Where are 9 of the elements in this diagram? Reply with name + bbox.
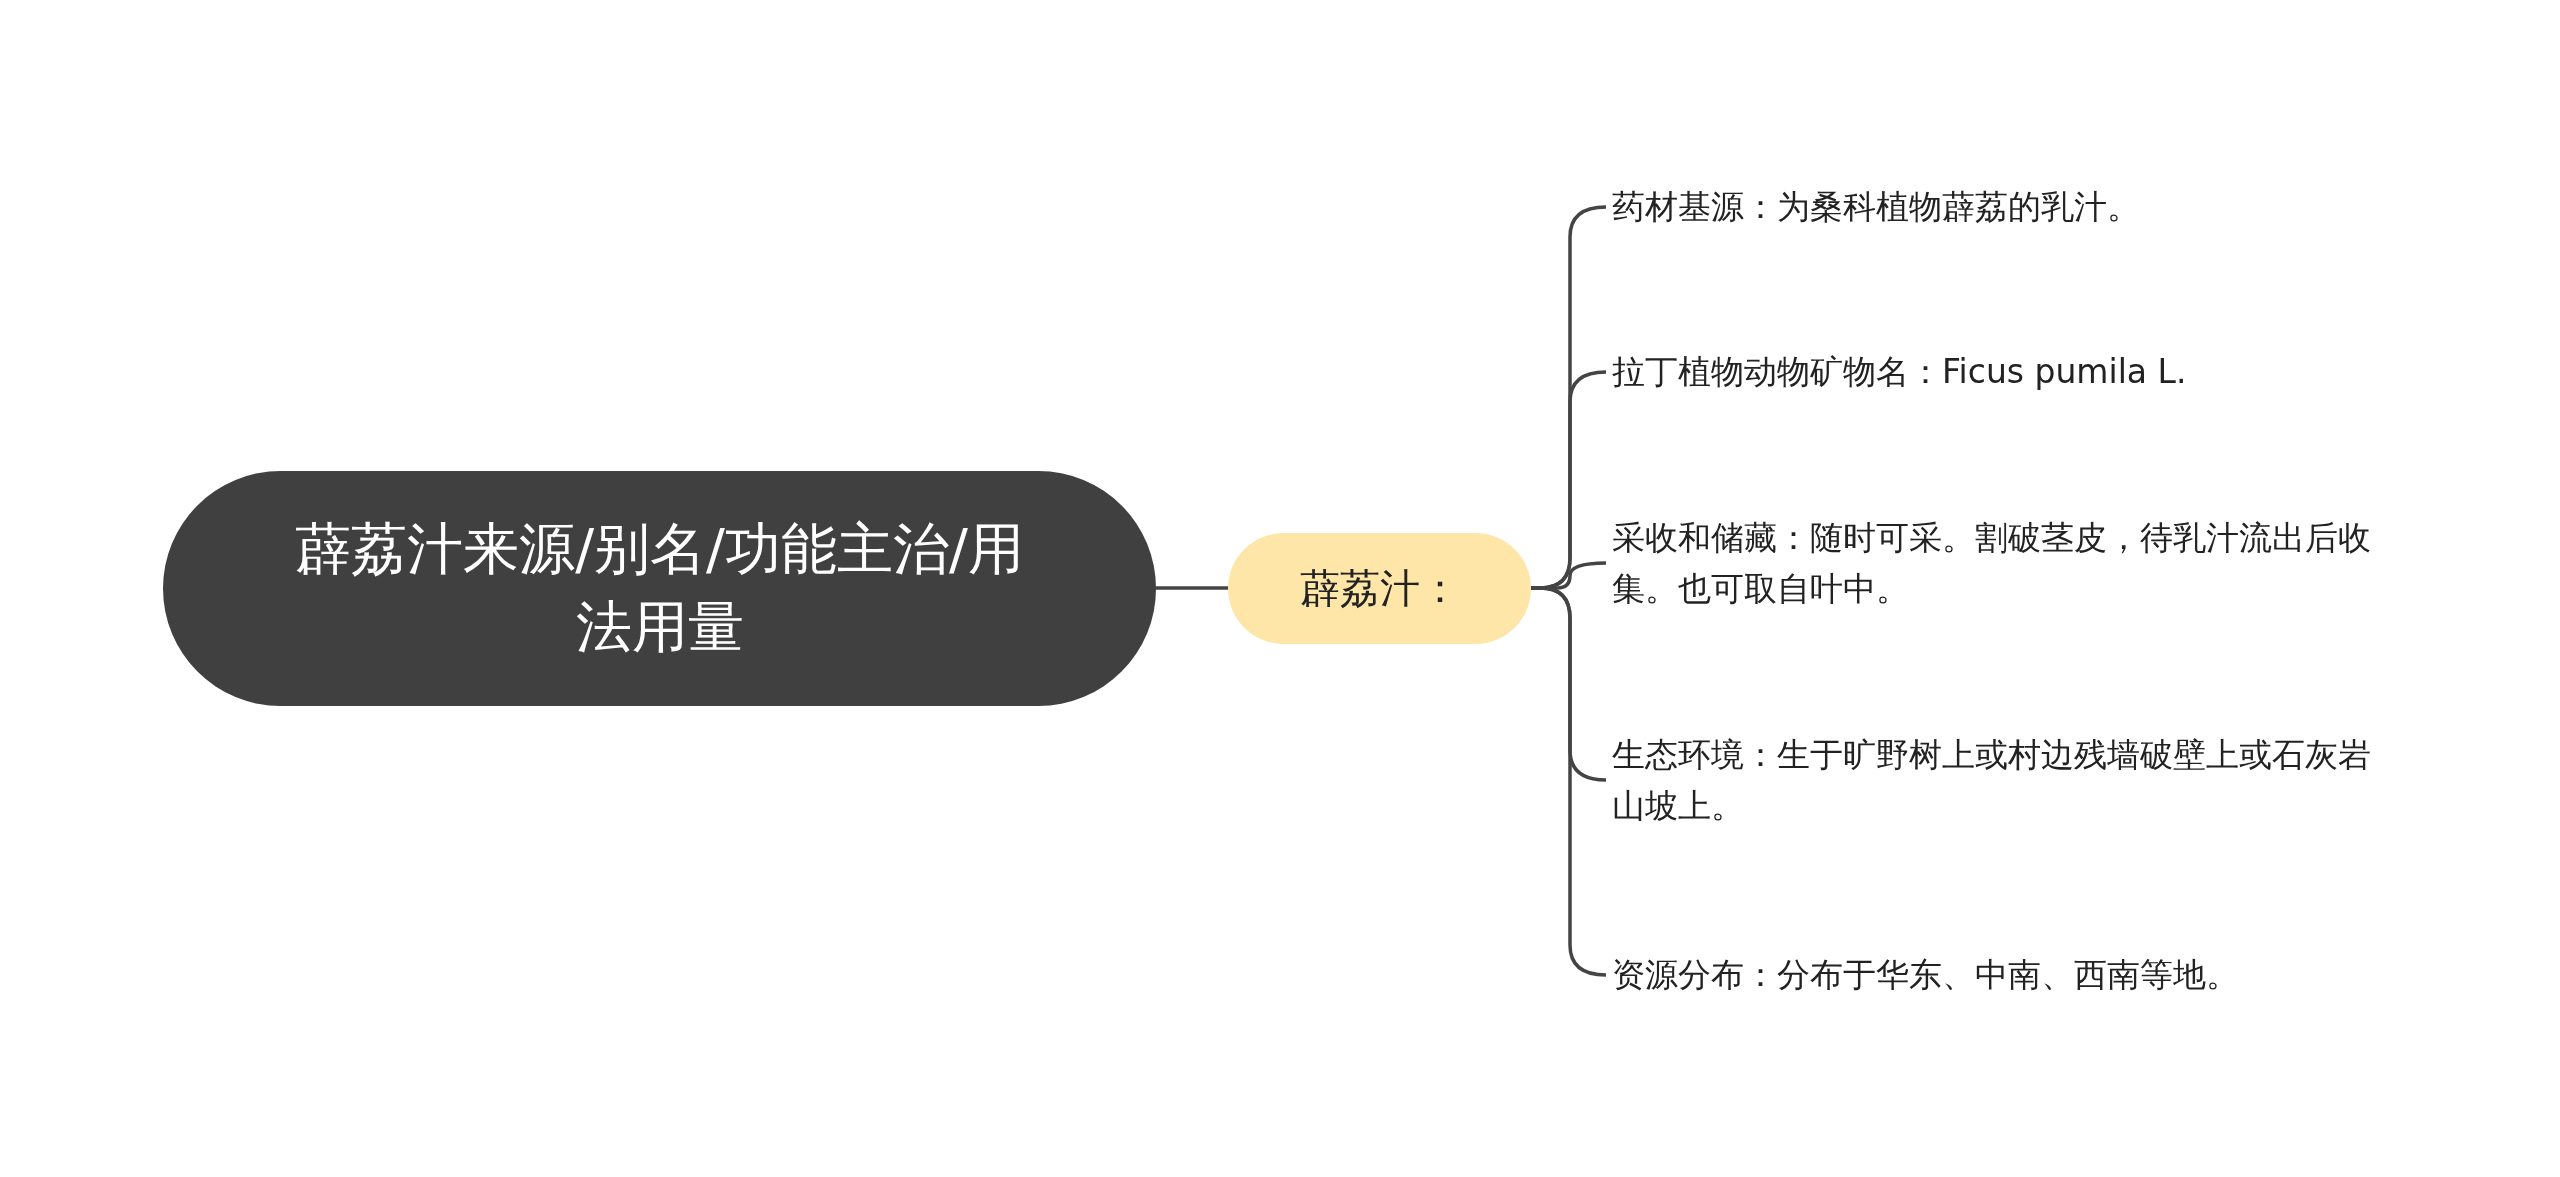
subtopic-pill: 薜荔汁： [1228,532,1531,644]
leaf-topic-text: 生态环境：生于旷野树上或村边残墙破壁上或石灰岩山坡上。 [1612,725,2402,835]
connector-line [1531,586,1607,977]
connector-line [1156,586,1228,590]
leaf-topic-text: 资源分布：分布于华东、中南、西南等地。 [1612,945,2402,1005]
leaf-topic-text: 药材基源：为桑科植物薜荔的乳汁。 [1612,177,2402,237]
leaf-topic-text: 采收和储藏：随时可采。割破茎皮，待乳汁流出后收集。也可取自叶中。 [1612,508,2402,618]
root-topic-pill: 薜荔汁来源/别名/功能主治/用法用量 [163,470,1156,706]
leaf-topic-text: 拉丁植物动物矿物名：Ficus pumila L. [1612,342,2402,402]
